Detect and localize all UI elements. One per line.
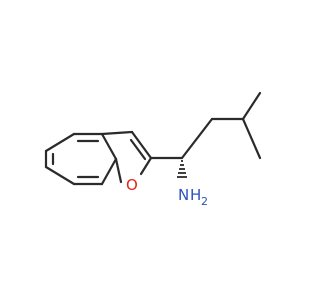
- bond-chiral-carbon-ch2: [180, 117, 214, 160]
- bond-benzene-right: [100, 132, 118, 161]
- benzene-ring: [44, 132, 118, 186]
- bond-furan-c3-c3a: [100, 130, 134, 136]
- bond-benzene-top-left: [44, 132, 76, 153]
- bond-furan-o-c7a: [114, 157, 123, 184]
- molecule-diagram: O N H 2: [44, 91, 262, 208]
- amine-hydrogen-count: 2: [201, 195, 208, 208]
- nitrogen-atom-label: N: [178, 186, 189, 204]
- bond-benzene-bottom-right: [100, 157, 118, 186]
- double-bond-furan-c2-c3: [129, 138, 147, 161]
- bond-benzene-bottom-left: [44, 165, 76, 186]
- side-chain: [149, 91, 262, 160]
- furan-ring: [100, 130, 153, 184]
- hashed-wedge-bond: [177, 160, 187, 178]
- amine-hydrogen-label: H: [190, 186, 201, 204]
- bond-furan-c2-o: [139, 156, 153, 176]
- bond-ch-methyl-bottom: [241, 117, 262, 160]
- bond-ch-methyl-top: [241, 91, 262, 121]
- oxygen-atom-label: O: [126, 176, 138, 194]
- bond-furan-c2-c3: [130, 130, 153, 160]
- structure-drawing: O N H 2: [44, 91, 262, 208]
